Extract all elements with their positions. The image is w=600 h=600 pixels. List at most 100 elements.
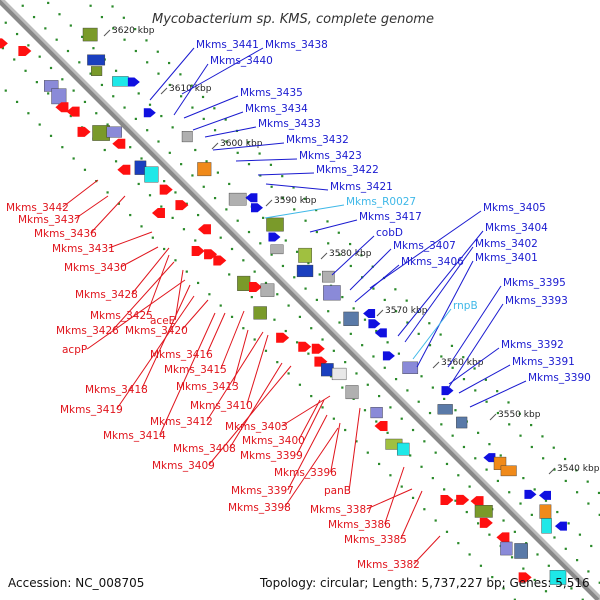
grid-dot (202, 185, 205, 188)
minus-gene-arrow (117, 164, 131, 175)
plus-gene-arrow (363, 308, 376, 318)
plus-gene-arrow (374, 328, 387, 338)
gene-label: Mkms_3413 (176, 381, 239, 393)
grid-dot (502, 519, 505, 522)
plus-gene-block (181, 131, 193, 143)
plus-gene-arrow (245, 193, 258, 203)
grid-dot (13, 58, 16, 61)
grid-dot (329, 375, 333, 378)
grid-dot (394, 310, 398, 313)
leader-line (159, 312, 216, 436)
gene-label: Mkms_3436 (34, 228, 97, 240)
grid-dot (332, 417, 335, 420)
leader-line (448, 347, 500, 385)
leader-line (349, 248, 392, 291)
grid-dot (363, 318, 367, 321)
grid-dot (21, 4, 24, 7)
grid-dot (457, 542, 460, 545)
grid-dot (112, 95, 115, 98)
grid-dot (420, 465, 423, 468)
grid-dot (598, 513, 600, 516)
grid-dot (454, 499, 457, 502)
grid-dot (242, 259, 245, 262)
plus-gene-block (87, 54, 106, 66)
grid-dot (310, 394, 313, 398)
grid-dot (180, 163, 183, 166)
grid-dot (106, 123, 109, 126)
grid-dot (352, 307, 355, 310)
leader-line (235, 158, 298, 162)
tick-mark (211, 142, 219, 150)
gene-label: Mkms_3431 (52, 243, 115, 255)
leader-line (212, 142, 285, 151)
minus-gene-arrow (0, 38, 8, 49)
gene-label: Mkms_3398 (228, 502, 291, 514)
minus-gene-block (345, 385, 359, 400)
minus-gene-block (260, 283, 275, 297)
grid-dot (47, 1, 50, 5)
grid-dot (378, 462, 381, 466)
grid-dot (547, 564, 550, 567)
grid-dot (225, 208, 228, 211)
grid-dot (525, 542, 528, 545)
grid-dot (338, 253, 341, 256)
grid-dot (276, 361, 279, 364)
grid-dot (4, 21, 7, 24)
minus-gene-block (514, 543, 528, 559)
plus-gene-block (343, 311, 359, 326)
grid-dot (284, 239, 287, 242)
grid-dot (69, 24, 72, 27)
grid-dot (298, 315, 302, 318)
grid-dot (417, 332, 420, 335)
grid-dot (474, 457, 477, 460)
minus-gene-arrow (298, 341, 312, 352)
gene-label: Mkms_3437 (18, 214, 81, 226)
grid-dot (513, 598, 516, 600)
minus-gene-arrow (77, 126, 91, 137)
grid-dot (171, 126, 174, 129)
plus-gene-arrow (554, 521, 567, 531)
minus-gene-block (106, 126, 122, 138)
gene-label: rnpB (453, 300, 478, 312)
grid-dot (431, 386, 434, 389)
plus-gene-block (228, 192, 247, 206)
grid-dot (247, 230, 251, 234)
minus-gene-arrow (55, 102, 69, 113)
grid-dot (542, 457, 545, 460)
grid-dot (287, 372, 290, 375)
leader-line (181, 47, 264, 95)
grid-dot (533, 488, 536, 491)
minus-gene-block (549, 570, 567, 585)
leader-line (413, 535, 441, 565)
grid-dot (366, 451, 369, 454)
grid-dot (372, 287, 375, 290)
leader-line (416, 260, 474, 368)
grid-dot (219, 236, 222, 239)
plus-gene-block (321, 270, 335, 283)
leader-line (400, 490, 423, 540)
grid-dot (72, 157, 75, 160)
gene-label: aceE (150, 315, 175, 327)
minus-gene-block (396, 442, 410, 456)
grid-dot (451, 366, 454, 369)
gene-label: Mkms_3419 (60, 404, 123, 416)
grid-dot (201, 95, 205, 99)
tick-mark (489, 413, 497, 421)
leader-line (174, 269, 184, 321)
plus-gene-block (91, 66, 103, 76)
grid-dot (544, 590, 548, 593)
gene-label: Mkms_3442 (6, 202, 69, 214)
grid-dot (465, 510, 468, 514)
grid-dot (81, 35, 84, 38)
grid-dot (168, 83, 171, 87)
grid-dot (587, 502, 590, 505)
minus-gene-block (51, 88, 67, 105)
gene-label: Mkms_3426 (56, 325, 119, 337)
grid-dot (578, 533, 582, 536)
gene-label: Mkms_3414 (103, 430, 166, 442)
tick-mark (103, 29, 111, 37)
grid-dot (326, 220, 329, 223)
grid-dot (488, 443, 491, 446)
grid-dot (95, 112, 98, 115)
grid-dot (242, 327, 245, 330)
